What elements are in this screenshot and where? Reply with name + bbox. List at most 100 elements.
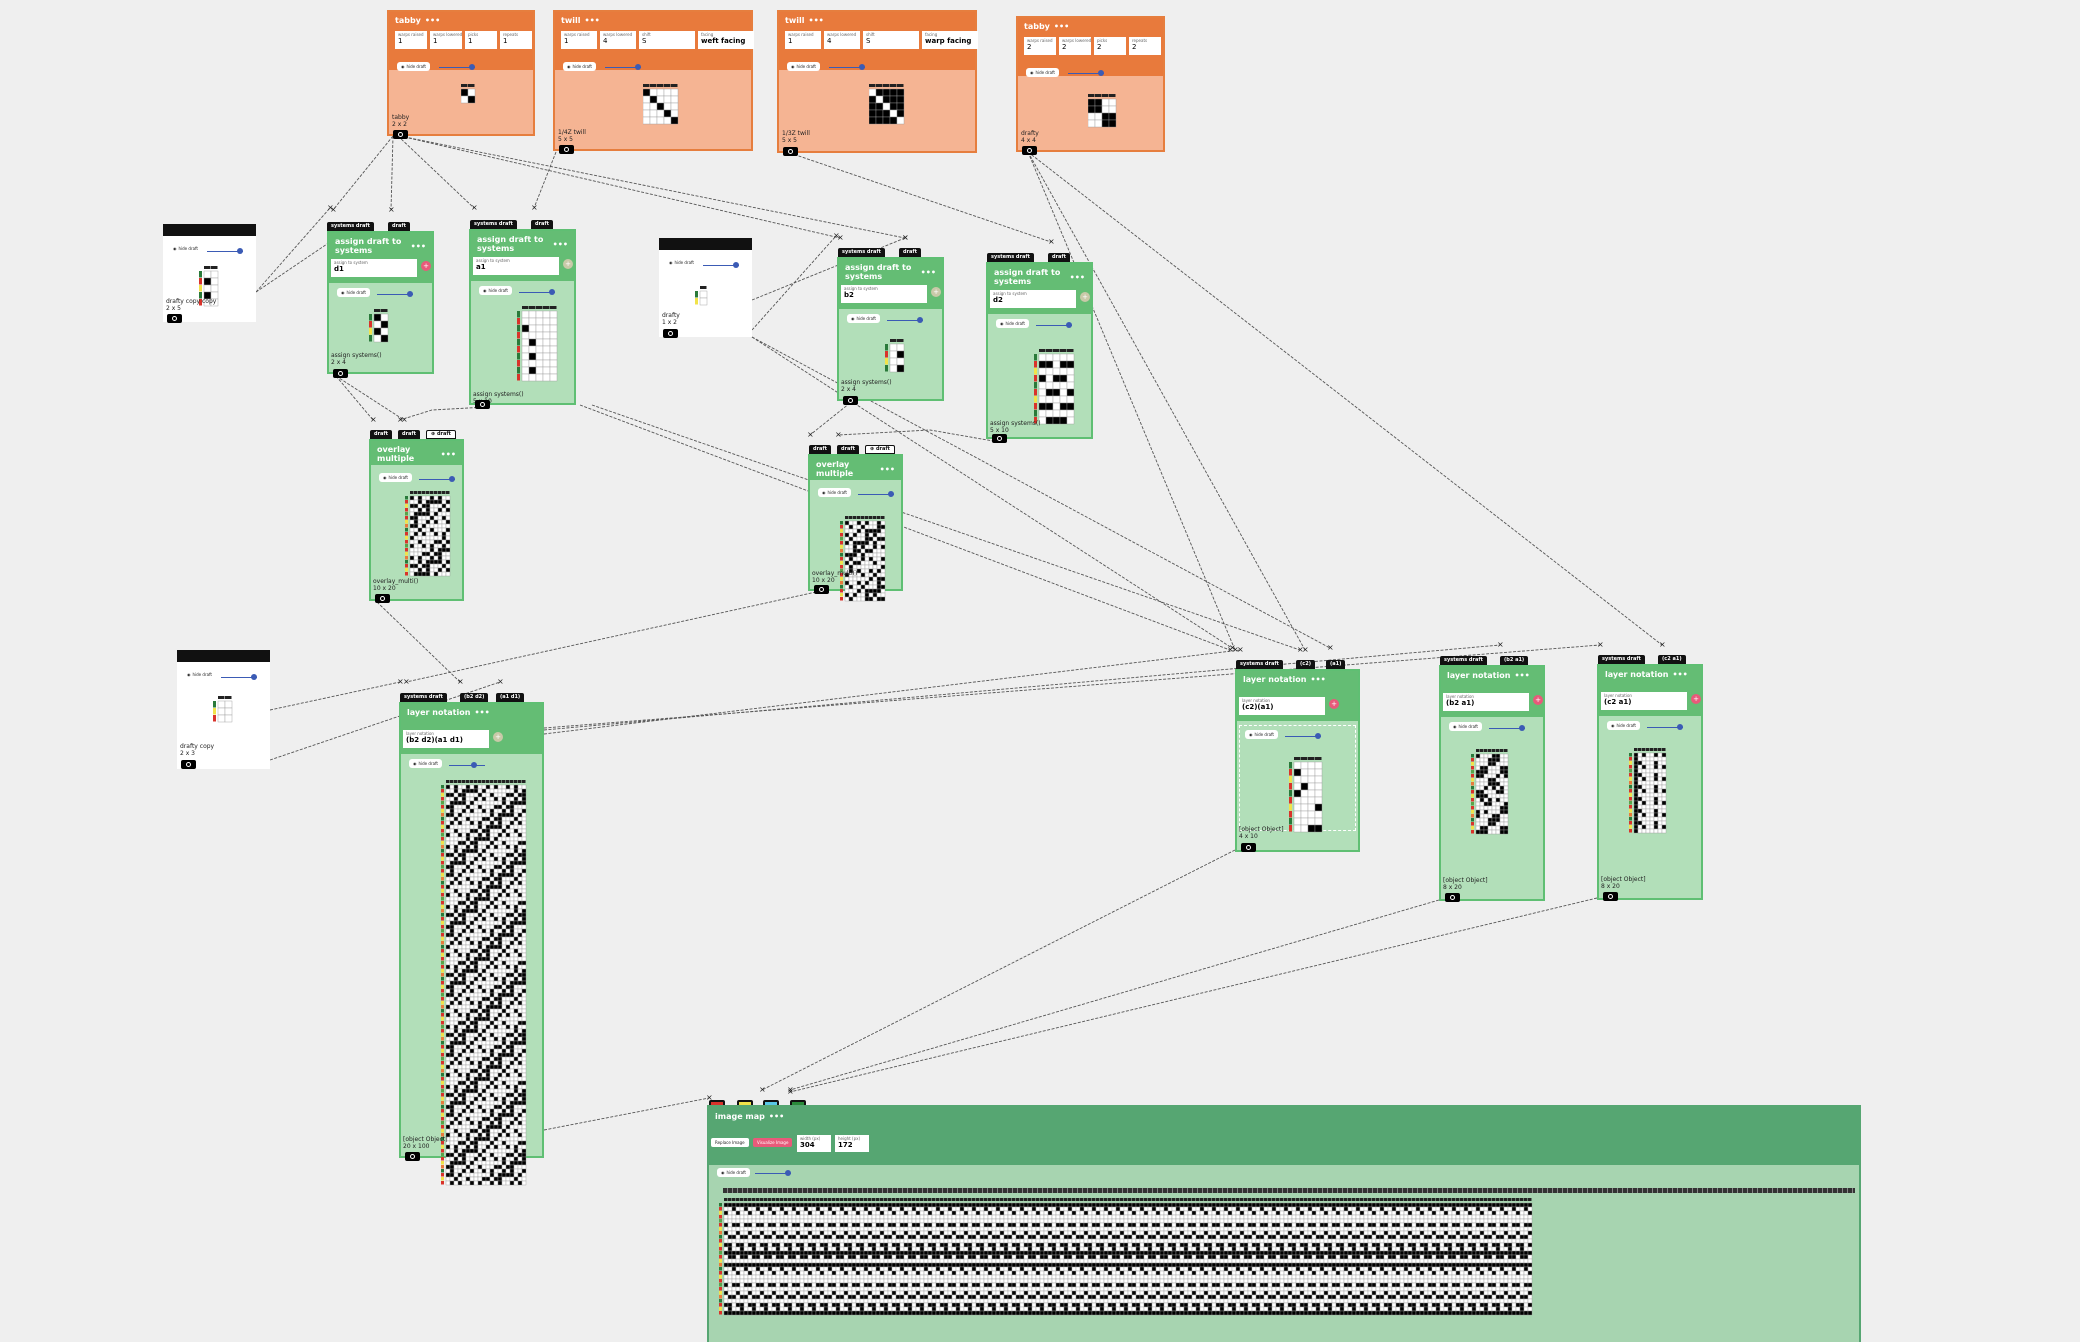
inlet-draft[interactable]: draft: [388, 222, 410, 231]
add-icon[interactable]: +: [421, 261, 431, 271]
draft-visibility-button[interactable]: [375, 594, 390, 603]
draft-visibility-button[interactable]: [783, 147, 798, 156]
layer-notation-input[interactable]: layer notation(c2)(a1): [1239, 697, 1325, 715]
more-icon[interactable]: •••: [1053, 22, 1070, 31]
more-icon[interactable]: •••: [768, 1112, 785, 1121]
inlet-a1[interactable]: (a1): [1326, 660, 1346, 669]
layer-notation-input[interactable]: layer notation(b2 d2)(a1 d1): [403, 730, 489, 748]
draft-visibility-button[interactable]: [1445, 893, 1460, 902]
inlet-systems-draft[interactable]: systems draft: [327, 222, 374, 231]
zoom-slider[interactable]: [858, 491, 894, 497]
add-icon[interactable]: +: [493, 732, 503, 742]
view-draft-toggle[interactable]: ◉hide draft: [379, 473, 412, 482]
assign-draft-to-systems-a1-node[interactable]: assign draft to systems••• assign to sys…: [469, 229, 576, 409]
view-draft-toggle[interactable]: ◉hide draft: [1607, 721, 1640, 730]
draft-visibility-button[interactable]: [814, 585, 829, 594]
height-input[interactable]: height (px)172: [835, 1135, 869, 1152]
inlet-draft[interactable]: draft: [1048, 253, 1070, 262]
inlet-add-draft[interactable]: ⊕ draft: [865, 445, 895, 454]
draft-visibility-button[interactable]: [405, 1152, 420, 1161]
assign-draft-to-systems-b2-node[interactable]: assign draft to systems••• assign to sys…: [837, 257, 944, 405]
view-draft-toggle[interactable]: ◉hide draft: [1245, 730, 1278, 739]
more-icon[interactable]: •••: [1069, 272, 1085, 282]
inlet-draft[interactable]: draft: [531, 220, 553, 229]
view-draft-toggle[interactable]: ◉hide draft: [787, 62, 820, 71]
zoom-slider[interactable]: [755, 1170, 791, 1176]
view-draft-toggle[interactable]: ◉hide draft: [717, 1168, 750, 1177]
inlet-b2-a1[interactable]: (b2 a1): [1500, 656, 1529, 665]
inlet-c2-a1[interactable]: (c2 a1): [1658, 655, 1686, 664]
width-input[interactable]: width (px)304: [797, 1135, 831, 1152]
inlet-systems-draft[interactable]: systems draft: [1236, 660, 1283, 669]
visualize-image-button[interactable]: Visualize Image: [753, 1138, 793, 1147]
draft-visibility-button[interactable]: [1022, 146, 1037, 155]
inlet-systems-draft[interactable]: systems draft: [838, 248, 885, 257]
more-icon[interactable]: •••: [424, 16, 441, 25]
view-draft-toggle[interactable]: ◉hide draft: [818, 488, 851, 497]
zoom-slider[interactable]: [1036, 322, 1072, 328]
overlay-multiple-2-node[interactable]: overlay multiple••• ◉hide draft overlay_…: [808, 454, 903, 602]
inlet-systems-draft[interactable]: systems draft: [400, 693, 447, 702]
view-draft-toggle[interactable]: ◉hide draft: [1026, 68, 1059, 77]
draft-visibility-button[interactable]: [843, 396, 858, 405]
draft-visibility-button[interactable]: [333, 369, 348, 378]
view-draft-toggle[interactable]: ◉hide draft: [479, 286, 512, 295]
assign-draft-to-systems-d1-node[interactable]: assign draft to systems••• assign to sys…: [327, 231, 434, 378]
layer-notation-input[interactable]: layer notation(c2 a1): [1601, 692, 1687, 710]
inlet-draft[interactable]: draft: [837, 445, 859, 454]
image-map-node[interactable]: image map••• Replace Image Visualize Ima…: [707, 1105, 1861, 1342]
assign-draft-to-systems-d2-node[interactable]: assign draft to systems••• assign to sys…: [986, 262, 1093, 443]
more-icon[interactable]: •••: [879, 464, 895, 474]
inlet-draft[interactable]: draft: [398, 430, 420, 439]
draft-visibility-button[interactable]: [393, 130, 408, 139]
zoom-slider[interactable]: [1647, 724, 1683, 730]
zoom-slider[interactable]: [519, 289, 555, 295]
draft-header[interactable]: [177, 650, 270, 662]
add-icon[interactable]: +: [1329, 699, 1339, 709]
inlet-a1-d1[interactable]: (a1 d1): [496, 693, 525, 702]
more-icon[interactable]: •••: [410, 241, 426, 251]
layer-notation-c2-a1-2-node[interactable]: layer notation••• layer notation(c2 a1) …: [1597, 664, 1703, 901]
zoom-slider[interactable]: [703, 262, 739, 268]
more-icon[interactable]: •••: [584, 16, 600, 25]
layer-notation-c2-a1-node[interactable]: layer notation••• layer notation(c2)(a1)…: [1235, 669, 1360, 852]
view-draft-toggle[interactable]: ◉hide draft: [1449, 722, 1482, 731]
view-draft-toggle[interactable]: ◉hide draft: [996, 319, 1029, 328]
zoom-slider[interactable]: [221, 674, 257, 680]
draft-visibility-button[interactable]: [992, 434, 1007, 443]
zoom-slider[interactable]: [439, 64, 475, 70]
add-icon[interactable]: +: [931, 287, 941, 297]
overlay-multiple-node[interactable]: overlay multiple••• ◉hide draft overlay_…: [369, 439, 464, 603]
inlet-add-draft[interactable]: ⊕ draft: [426, 430, 456, 439]
zoom-slider[interactable]: [207, 248, 243, 254]
add-icon[interactable]: +: [1533, 695, 1543, 705]
inlet-systems-draft[interactable]: systems draft: [1598, 655, 1645, 664]
view-draft-toggle[interactable]: ◉hide draft: [563, 62, 596, 71]
view-draft-toggle[interactable]: ◉hide draft: [397, 62, 430, 71]
inlet-systems-draft[interactable]: systems draft: [987, 253, 1034, 262]
more-icon[interactable]: •••: [808, 16, 824, 25]
inlet-draft[interactable]: draft: [899, 248, 921, 257]
draft-visibility-button[interactable]: [475, 400, 490, 409]
inlet-systems-draft[interactable]: systems draft: [1440, 656, 1487, 665]
draft-visibility-button[interactable]: [663, 329, 678, 338]
view-draft-toggle[interactable]: ◉hide draft: [409, 759, 442, 768]
